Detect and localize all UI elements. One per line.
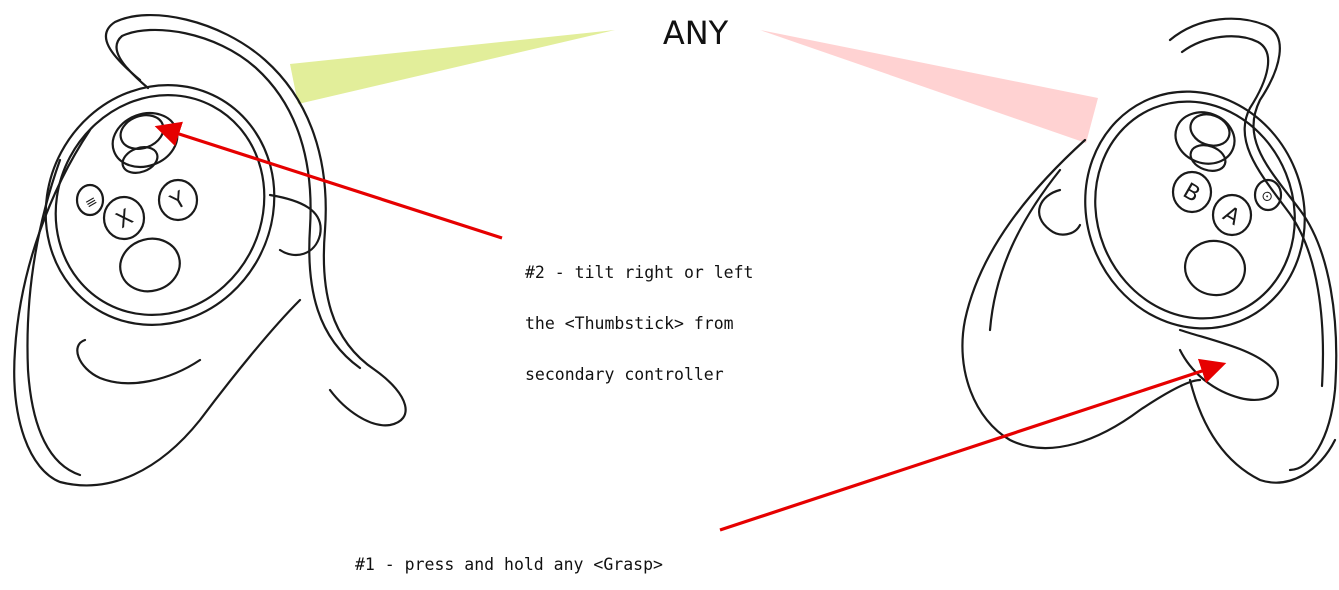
left-big-button bbox=[114, 232, 185, 298]
thumbstick-arrow bbox=[176, 133, 502, 238]
thumbstick-instruction-line: secondary controller bbox=[525, 366, 753, 383]
left-grip-trigger bbox=[77, 340, 200, 383]
right-button-a-label: A bbox=[1218, 202, 1244, 231]
right-button-labels: B A ⊙ bbox=[1178, 179, 1276, 231]
right-grip-trigger bbox=[1180, 330, 1278, 400]
grasp-instruction-line: #1 - press and hold any <Grasp> bbox=[355, 556, 663, 573]
right-handle bbox=[962, 140, 1200, 448]
left-button-x-label: X bbox=[112, 205, 138, 234]
left-button-y-label: Y bbox=[166, 187, 191, 216]
right-button-b-label: B bbox=[1178, 179, 1204, 208]
any-label-text: ANY bbox=[663, 14, 728, 52]
grasp-instruction: #1 - press and hold any <Grasp> bbox=[355, 522, 663, 590]
thumbstick-instruction-line: #2 - tilt right or left bbox=[525, 264, 753, 281]
thumbstick-instruction-line: the <Thumbstick> from bbox=[525, 315, 753, 332]
thumbstick-instruction: #2 - tilt right or left the <Thumbstick>… bbox=[525, 230, 753, 400]
any-label: ANY bbox=[0, 14, 1339, 52]
left-button-menu-label: ≡ bbox=[82, 193, 100, 213]
left-handle bbox=[14, 130, 300, 485]
right-tracking-ring bbox=[1170, 19, 1336, 470]
right-big-button bbox=[1181, 236, 1249, 300]
grasp-arrow bbox=[720, 370, 1205, 530]
